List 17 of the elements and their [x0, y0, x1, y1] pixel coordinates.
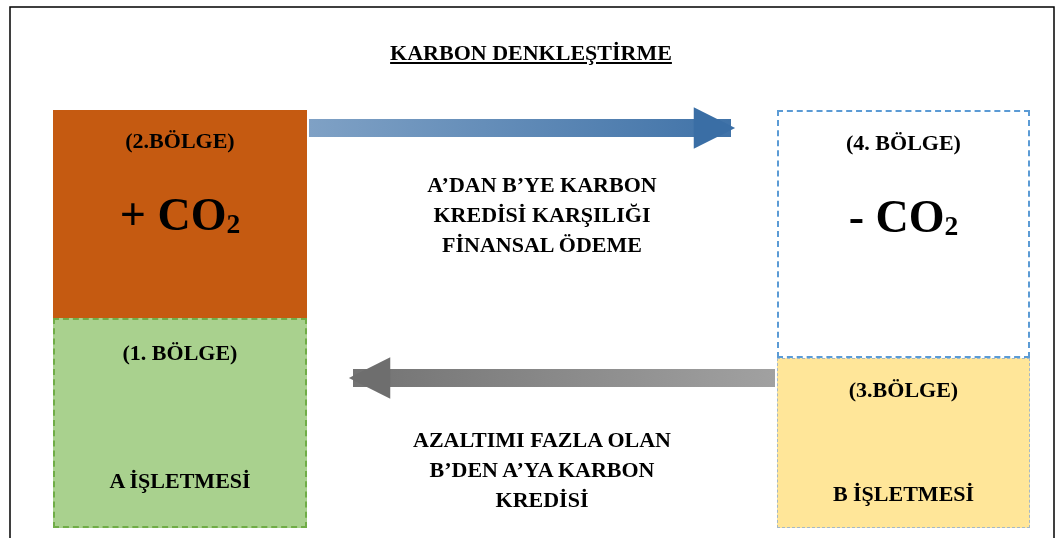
zone-label: B İŞLETMESİ: [831, 481, 976, 507]
zone-box: [53, 318, 307, 528]
arrow: [348, 357, 775, 399]
zone-label: (3.BÖLGE): [847, 377, 960, 403]
zone-box: [777, 358, 1030, 528]
zone-label: A İŞLETMESİ: [108, 468, 252, 494]
zone-box: [53, 110, 307, 318]
zone-label: (2.BÖLGE): [124, 128, 236, 154]
arrow: [309, 107, 736, 149]
diagram-title: KARBON DENKLEŞTİRME: [390, 40, 672, 65]
formula-text: - CO$_{2}$: [847, 190, 960, 243]
zone-box: [777, 110, 1030, 358]
edge-label: AZALTIMI FAZLA OLAN B’DEN A’YA KARBON KREDİSİ: [412, 426, 672, 514]
zone-label: (1. BÖLGE): [121, 340, 239, 366]
formula-text: + CO$_{2}$: [118, 188, 242, 241]
edge-label: A’DAN B’YE KARBON KREDİSİ KARŞILIĞI FİNANSAL ÖDEME: [426, 171, 658, 259]
zone-label: (4. BÖLGE): [845, 130, 962, 156]
